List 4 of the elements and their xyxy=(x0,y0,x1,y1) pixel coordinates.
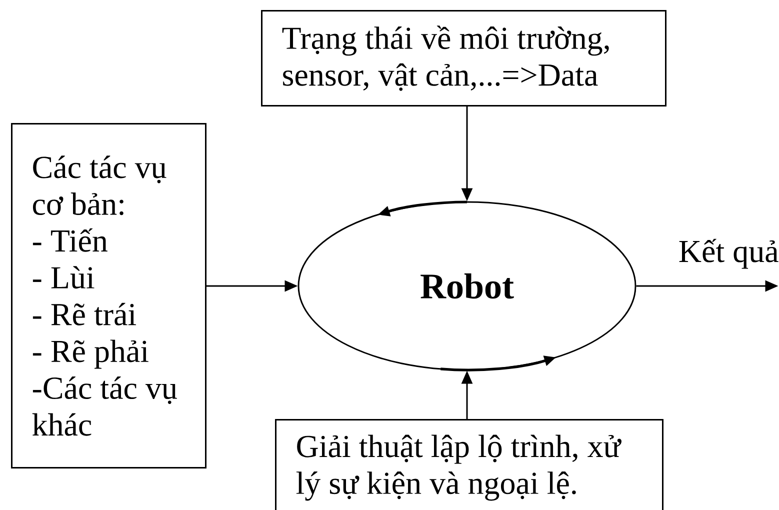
text-box: Trạng thái về môi trường, sensor, vật cản,...=>Data xyxy=(261,10,666,106)
edge-label: Kết quả xyxy=(676,236,779,271)
text-box: Các tác vụ cơ bản: - Tiến - Lùi - Rẽ trái - Rẽ phải -Các tác vụ khác xyxy=(11,122,206,468)
text-box: Giải thuật lập lộ trình, xử lý sự kiện và ngoại lệ. xyxy=(275,418,664,510)
